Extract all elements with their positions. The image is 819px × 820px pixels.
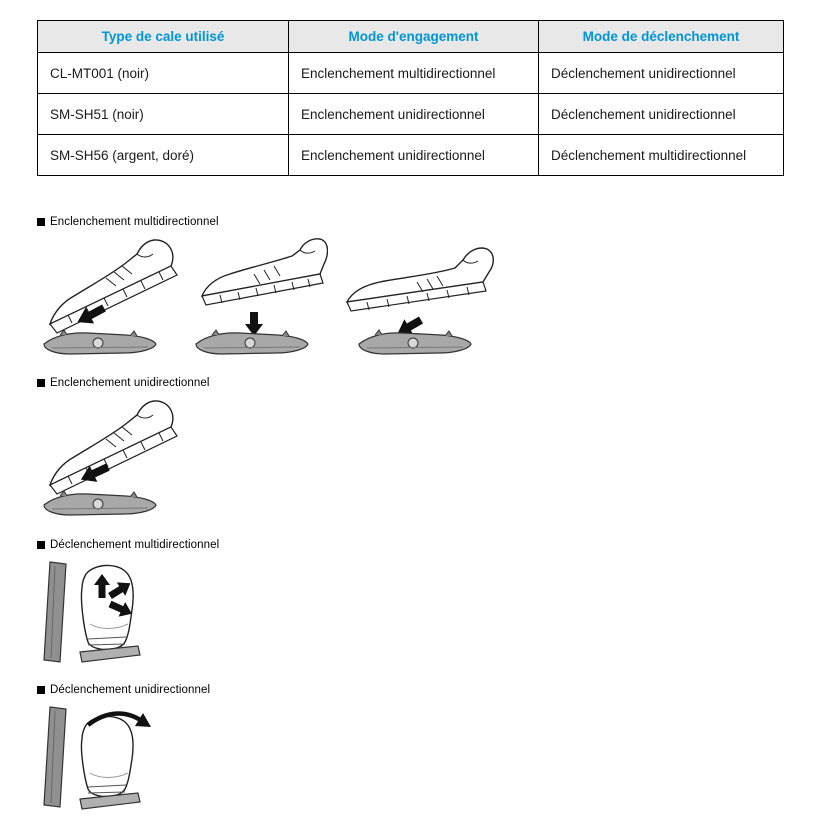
section-heading-release-multidirectional: Déclenchement multidirectionnel — [37, 539, 219, 551]
header-release-mode: Mode de déclenchement — [538, 20, 784, 53]
illustration-engagement-multi-2 — [188, 232, 328, 364]
illustration-engagement-multi-1 — [30, 232, 190, 364]
shoe-pedal-release-uni-icon — [43, 706, 151, 810]
header-cleat-type: Type de cale utilisé — [37, 20, 289, 53]
shoe-pedal-engage-tilted-icon — [43, 400, 178, 516]
section-heading-label: Enclenchement unidirectionnel — [50, 377, 210, 389]
section-heading-release-unidirectional: Déclenchement unidirectionnel — [37, 684, 210, 696]
shoe-pedal-engage-vertical-icon — [195, 238, 328, 355]
cell-cleat-name: SM-SH51 (noir) — [37, 93, 289, 135]
section-bullet-icon — [37, 686, 45, 694]
illustration-release-uni — [30, 697, 155, 817]
section-heading-label: Enclenchement multidirectionnel — [50, 216, 219, 228]
section-bullet-icon — [37, 218, 45, 226]
cell-engagement: Enclenchement unidirectionnel — [288, 134, 539, 176]
table-row: CL-MT001 (noir) Enclenchement multidirec… — [37, 52, 784, 94]
shoe-pedal-release-multi-icon — [43, 561, 141, 663]
cell-engagement: Enclenchement multidirectionnel — [288, 52, 539, 94]
shoe-pedal-engage-tilted-icon — [43, 239, 178, 355]
cell-release: Déclenchement unidirectionnel — [538, 93, 784, 135]
table-header-row: Type de cale utilisé Mode d'engagement M… — [37, 20, 784, 53]
section-heading-engagement-multidirectional: Enclenchement multidirectionnel — [37, 216, 219, 228]
cell-release: Déclenchement unidirectionnel — [538, 52, 784, 94]
header-engagement-mode: Mode d'engagement — [288, 20, 539, 53]
cell-engagement: Enclenchement unidirectionnel — [288, 93, 539, 135]
table-row: SM-SH56 (argent, doré) Enclenchement uni… — [37, 134, 784, 176]
cell-cleat-name: SM-SH56 (argent, doré) — [37, 134, 289, 176]
section-heading-label: Déclenchement unidirectionnel — [50, 684, 211, 696]
section-heading-engagement-unidirectional: Enclenchement unidirectionnel — [37, 377, 210, 389]
section-heading-label: Déclenchement multidirectionnel — [50, 539, 220, 551]
shoe-pedal-engage-flat-icon — [345, 247, 494, 355]
table-row: SM-SH51 (noir) Enclenchement unidirectio… — [37, 93, 784, 135]
section-bullet-icon — [37, 379, 45, 387]
cleat-spec-table: Type de cale utilisé Mode d'engagement M… — [37, 20, 784, 176]
illustration-engagement-uni — [30, 393, 190, 525]
illustration-engagement-multi-3 — [335, 232, 500, 364]
illustration-release-multi — [30, 552, 155, 672]
cell-release: Déclenchement multidirectionnel — [538, 134, 784, 176]
section-bullet-icon — [37, 541, 45, 549]
cell-cleat-name: CL-MT001 (noir) — [37, 52, 289, 94]
